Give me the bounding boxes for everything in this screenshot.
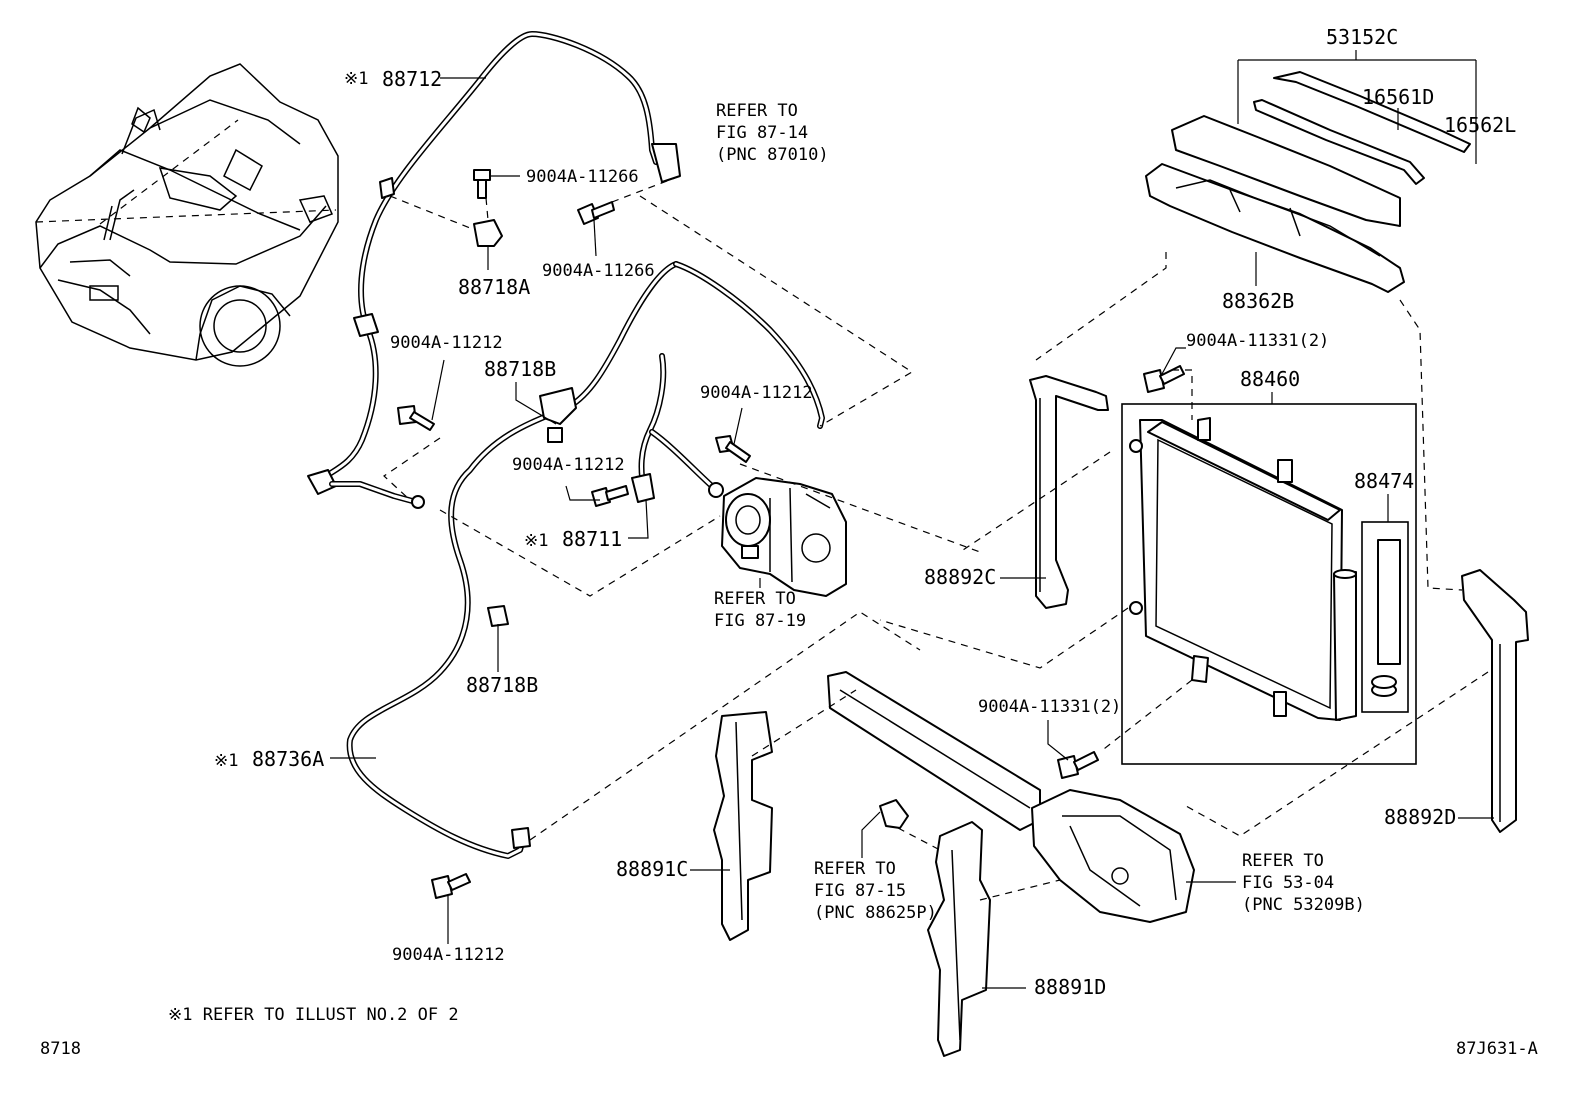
ref-fig-87-19: REFER TO FIG 87-19 [714,589,806,631]
bolt-11212-d [431,873,471,899]
page-code: 8718 [40,1039,81,1059]
ref-fig-87-15: REFER TO FIG 87-15 (PNC 88625P) [814,859,937,923]
upper-support-88362B [1145,115,1405,293]
ref-fig-87-14: REFER TO FIG 87-14 (PNC 87010) [716,101,829,165]
label-bolt-11212-d: 9004A-11212 [392,945,505,965]
ref-87-14-line3: (PNC 87010) [716,145,829,165]
label-88892C: 88892C [924,565,996,589]
bolt-11331-b [1057,751,1099,779]
label-88718B-top: 88718B [484,357,556,381]
ref-87-14-line1: REFER TO [716,101,798,121]
vehicle-sketch [35,63,339,367]
label-88736A: 88736A [252,747,324,771]
part-labels: 53152C 16561D 16562L 88362B ※1 88712 900… [214,25,1516,999]
ref-87-14-line2: FIG 87-14 [716,123,808,143]
ref-87-19-line1: REFER TO [714,589,796,609]
bolt-11212-a [397,405,435,431]
side-seal-88892C [1029,375,1109,609]
label-88712-mark: ※1 [344,69,368,89]
label-bolt-11212-a: 9004A-11212 [390,333,503,353]
clip-88718B-bottom [487,605,509,627]
seal-16562L [1273,71,1471,153]
label-53152C: 53152C [1326,25,1398,49]
label-bolt-11212-b: 9004A-11212 [512,455,625,475]
bolt-11266-a [473,169,491,199]
ref-53-04-line1: REFER TO [1242,851,1324,871]
ref-53-04-line2: FIG 53-04 [1242,873,1334,893]
ref-53-04-line3: (PNC 53209B) [1242,895,1365,915]
assembly-lines [383,175,1489,901]
leader-lines [330,50,1494,989]
bolt-11331-a [1143,365,1185,393]
label-bolt-11331-b: 9004A-11331(2) [978,697,1121,717]
label-88891C: 88891C [616,857,688,881]
air-guide-88891C [713,711,773,941]
ref-87-15-line3: (PNC 88625P) [814,903,937,923]
side-seal-88892D [1461,569,1529,833]
illustration-code: 87J631-A [1456,1039,1538,1059]
ref-87-15-line2: FIG 87-15 [814,881,906,901]
clip-88625P [879,799,909,829]
label-88892D: 88892D [1384,805,1456,829]
label-bolt-11266-a: 9004A-11266 [526,167,639,187]
seal-16561D [1253,99,1425,185]
ref-87-15-line1: REFER TO [814,859,896,879]
label-88362B: 88362B [1222,289,1294,313]
air-guide-88891D [927,821,991,1057]
label-16561D: 16561D [1362,85,1434,109]
ref-fig-53-04: REFER TO FIG 53-04 (PNC 53209B) [1242,851,1365,915]
lower-support [827,671,1195,923]
label-88736A-mark: ※1 [214,751,238,771]
label-88711: 88711 [562,527,622,551]
bolt-11212-c [715,435,751,463]
label-bolt-11212-c: 9004A-11212 [700,383,813,403]
bolt-11212-b [591,485,629,507]
label-88891D: 88891D [1034,975,1106,999]
label-bolt-11266-b: 9004A-11266 [542,261,655,281]
pipe-88736A [346,261,825,859]
condenser-88460 [1121,403,1417,765]
label-bolt-11331-a: 9004A-11331(2) [1186,331,1329,351]
bolt-11266-b [577,201,615,225]
label-88460: 88460 [1240,367,1300,391]
label-88718A: 88718A [458,275,530,299]
desiccant-88474 [1361,521,1409,713]
label-88718B-bottom: 88718B [466,673,538,697]
ref-87-19-line2: FIG 87-19 [714,611,806,631]
label-88712: 88712 [382,67,442,91]
label-88711-mark: ※1 [524,531,548,551]
footnote: ※1 REFER TO ILLUST NO.2 OF 2 [168,1005,459,1025]
hose-88711 [631,353,724,503]
label-16562L: 16562L [1444,113,1516,137]
pipe-88712 [307,31,681,509]
label-88474: 88474 [1354,469,1414,493]
clip-88718A [473,219,503,247]
ac-compressor [721,477,847,597]
